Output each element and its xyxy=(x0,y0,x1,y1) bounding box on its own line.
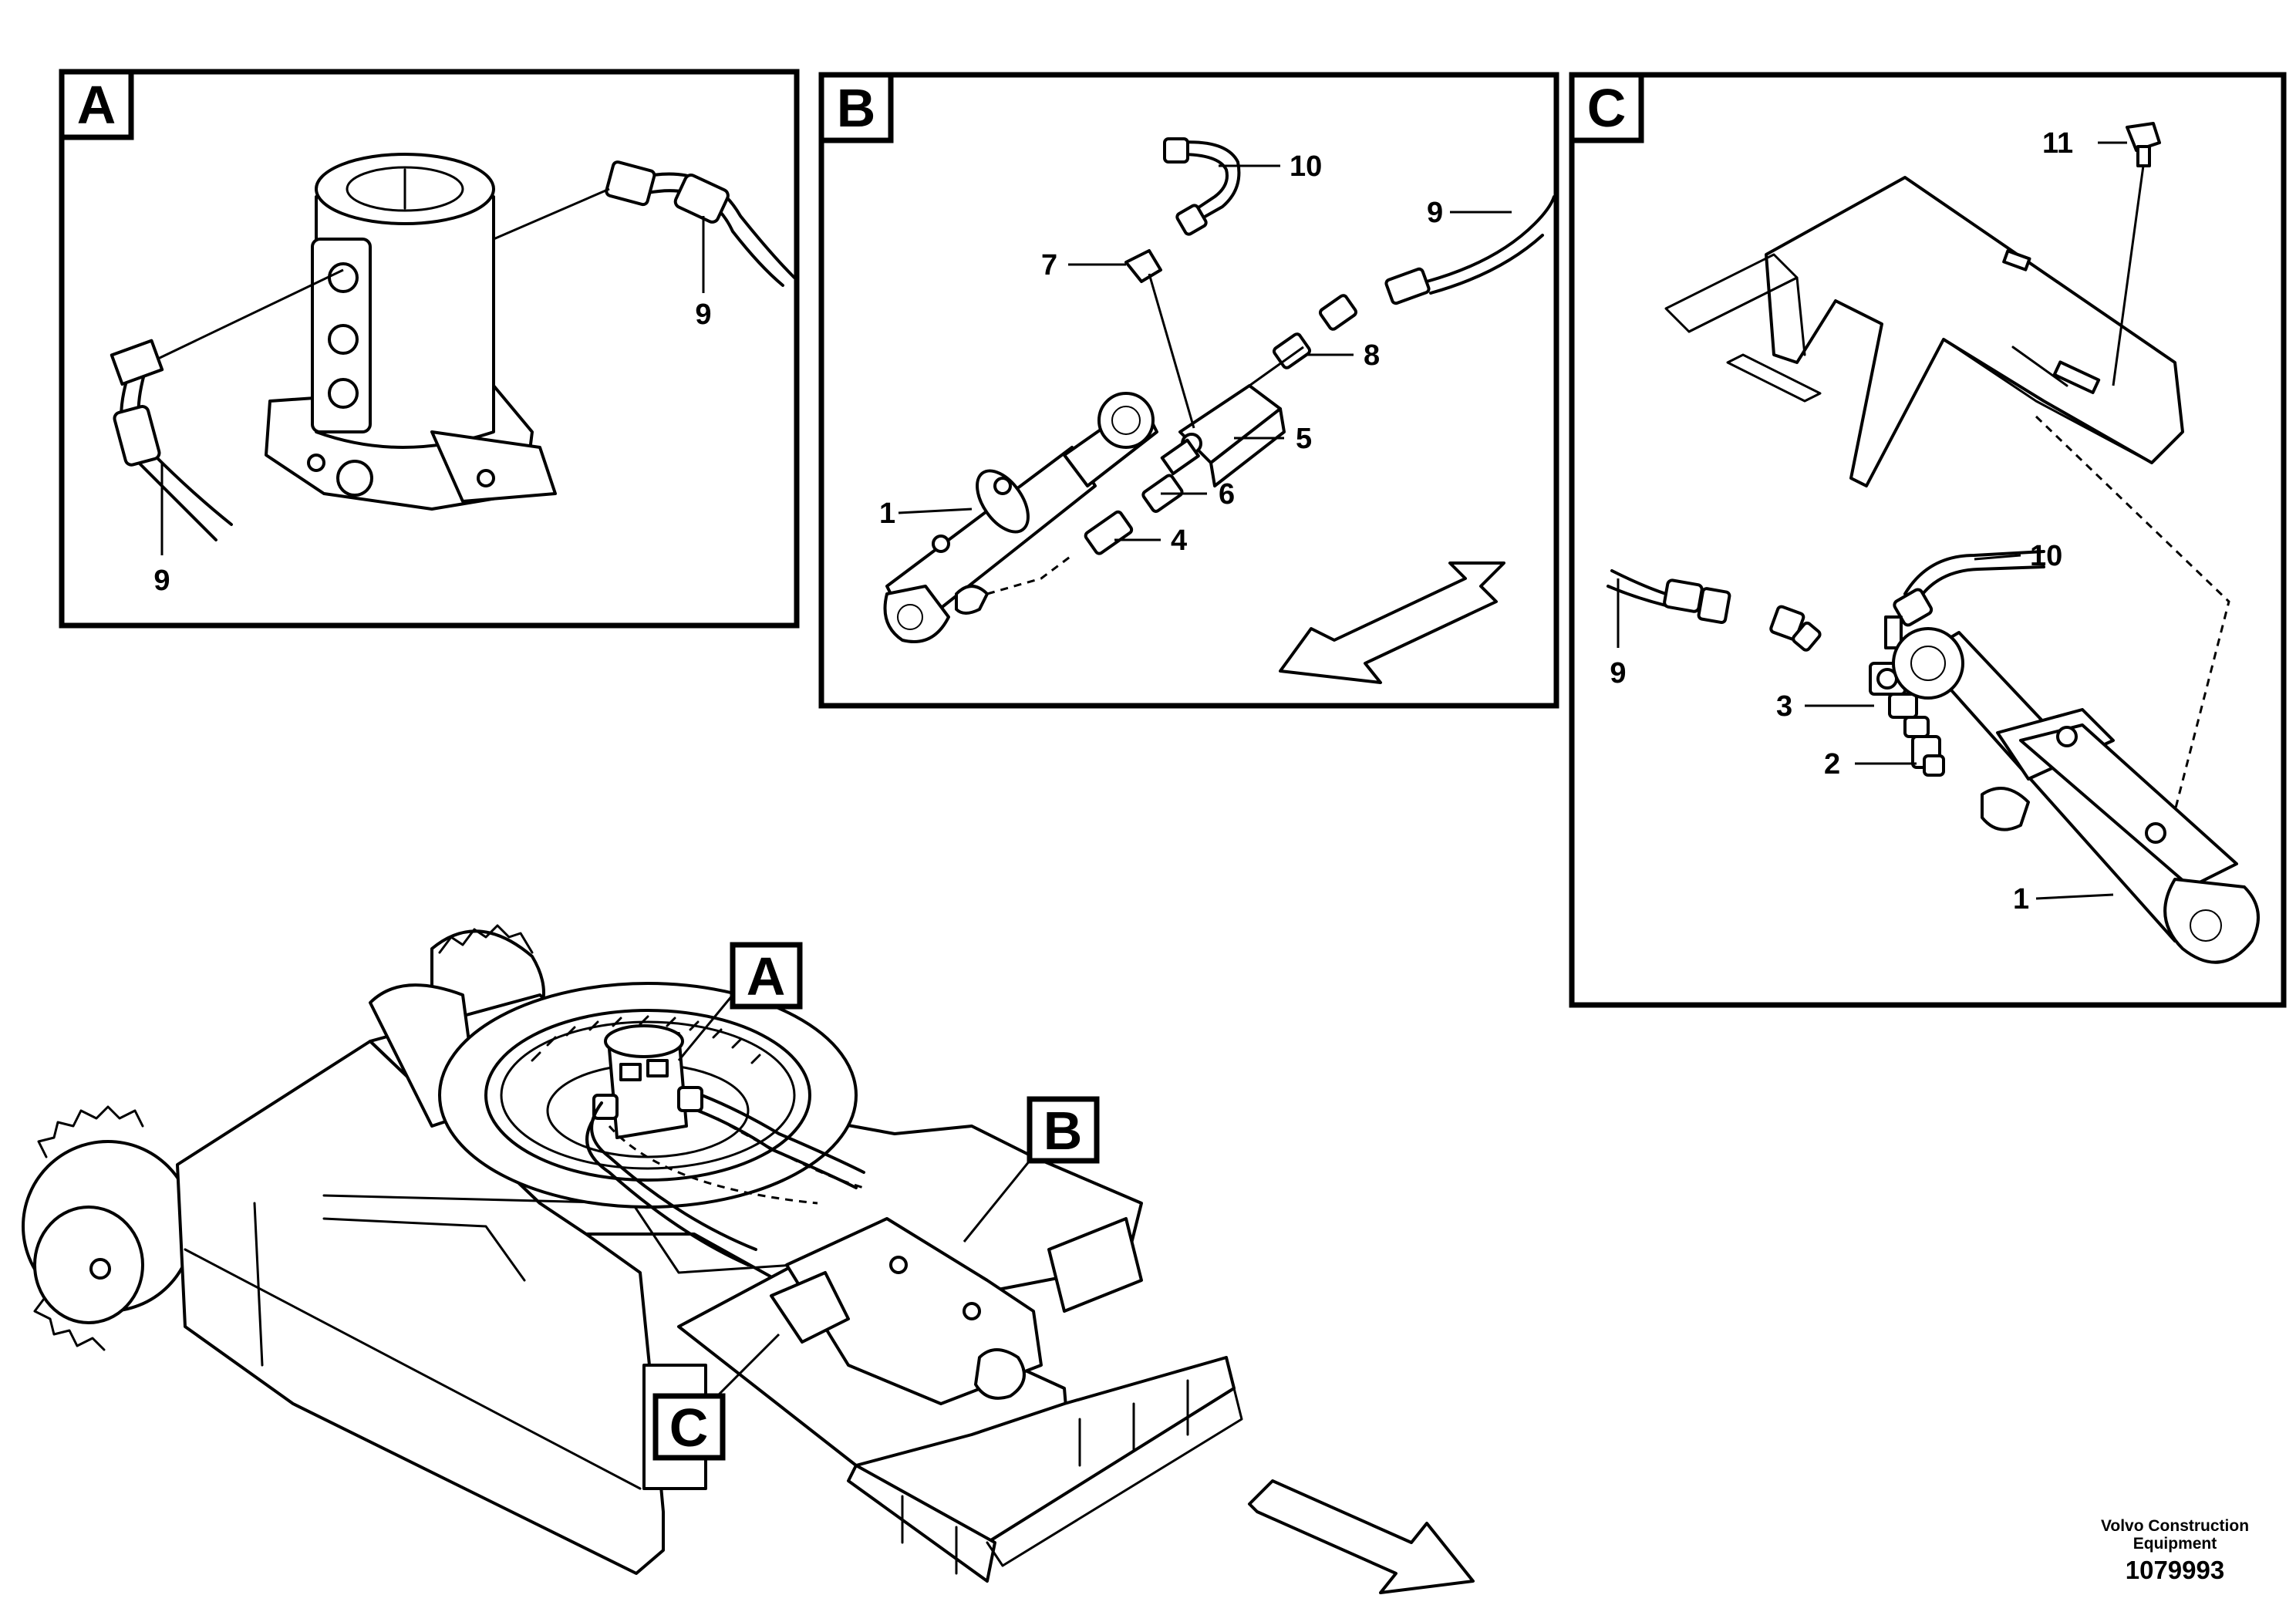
panel-c-tag-box xyxy=(1569,72,1644,143)
main-rotary-coupling xyxy=(592,1024,703,1139)
cylinder-c xyxy=(1892,627,2260,964)
callout-b-8: 8 xyxy=(1364,339,1380,372)
callout-b-7: 7 xyxy=(1041,249,1057,282)
tee-fitting xyxy=(1869,662,1945,777)
callout-c-11: 11 xyxy=(2042,127,2073,160)
callout-c-3: 3 xyxy=(1776,690,1792,723)
main-tag-a-box xyxy=(730,942,803,1010)
panel-b-frame xyxy=(818,72,1559,709)
main-tag-b-box xyxy=(1027,1096,1100,1164)
callout-c-10: 10 xyxy=(2030,540,2062,572)
panel-a-tag-box xyxy=(59,69,134,140)
callout-a-9-left: 9 xyxy=(153,565,170,597)
hose-left xyxy=(110,268,344,541)
panel-c: C xyxy=(1569,72,2287,1008)
main-tag-c-box xyxy=(652,1393,726,1461)
panel-a: A xyxy=(59,69,800,629)
panel-a-frame xyxy=(59,69,800,629)
callout-b-4: 4 xyxy=(1171,524,1187,557)
hose-assembly xyxy=(1607,550,2045,652)
main-tag-c: C xyxy=(669,1398,709,1458)
direction-arrow xyxy=(1279,561,1505,684)
undercarriage-assembly: A B C xyxy=(22,924,1475,1594)
panel-c-tag: C xyxy=(1587,78,1627,138)
callout-c-2: 2 xyxy=(1824,748,1840,781)
main-direction-arrow xyxy=(1248,1479,1475,1594)
cylinder-guard xyxy=(1664,176,2184,487)
callout-b-9: 9 xyxy=(1427,197,1443,229)
callout-a-9-right: 9 xyxy=(695,298,711,331)
callout-c-9: 9 xyxy=(1610,657,1626,690)
elbow-fitting xyxy=(1124,137,1241,429)
rotary-coupling xyxy=(265,153,557,511)
hydraulic-cylinder xyxy=(883,392,1158,643)
main-tag-a: A xyxy=(747,946,786,1007)
panel-b-tag: B xyxy=(837,78,876,138)
callout-b-5: 5 xyxy=(1296,423,1312,455)
callout-b-1: 1 xyxy=(879,497,895,530)
main-tag-b: B xyxy=(1043,1101,1083,1161)
callout-b-6: 6 xyxy=(1219,478,1235,511)
panel-b-tag-box xyxy=(818,72,894,143)
panel-c-frame xyxy=(1569,72,2287,1008)
valve-block xyxy=(1084,195,1556,555)
callout-c-1: 1 xyxy=(2013,883,2029,916)
front-sprocket xyxy=(22,1105,194,1351)
callout-b-10: 10 xyxy=(1290,150,1322,183)
panel-a-tag: A xyxy=(77,75,116,135)
bolt xyxy=(2112,122,2161,386)
drawing-number: 1079993 xyxy=(2126,1556,2224,1584)
footer: Volvo Construction Equipment 1079993 xyxy=(2101,1517,2249,1584)
hose-right xyxy=(493,160,796,287)
manufacturer-line-2: Equipment xyxy=(2133,1535,2217,1553)
panel-b: B xyxy=(818,72,1559,709)
manufacturer-line-1: Volvo Construction xyxy=(2101,1517,2249,1535)
